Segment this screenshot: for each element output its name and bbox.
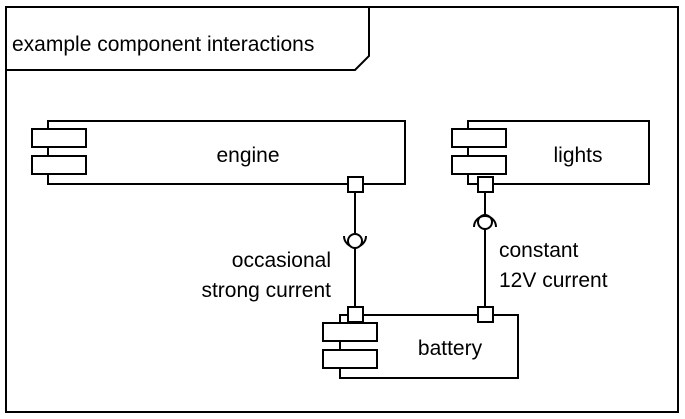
- battery-component-icon-top: [322, 322, 378, 342]
- battery-port-left[interactable]: [347, 306, 364, 323]
- engine-connector-label-line1: occasional: [232, 249, 331, 272]
- lights-port[interactable]: [477, 176, 494, 193]
- lights-connector-label-line1: constant: [499, 239, 579, 262]
- battery-socket-right: [473, 215, 497, 228]
- lights-connector-label-line2: 12V current: [499, 269, 608, 292]
- engine-connector-label-line2: strong current: [201, 279, 331, 302]
- engine-label: engine: [216, 144, 279, 167]
- engine-component-icon-top: [31, 128, 87, 148]
- engine-component-icon-bottom: [31, 155, 87, 175]
- battery-port-right[interactable]: [477, 306, 494, 323]
- battery-label: battery: [418, 337, 483, 360]
- lights-component[interactable]: lights: [451, 120, 650, 193]
- lights-battery-connector[interactable]: [473, 192, 497, 307]
- engine-port[interactable]: [347, 176, 364, 193]
- engine-component[interactable]: engine: [31, 120, 406, 193]
- lights-component-icon-bottom: [451, 155, 507, 175]
- battery-ball-left: [347, 233, 363, 249]
- engine-battery-connector[interactable]: [343, 192, 367, 307]
- engine-box: [47, 120, 406, 185]
- battery-component[interactable]: battery: [322, 306, 519, 379]
- frame-title-tab: [6, 7, 370, 71]
- battery-component-icon-bottom: [322, 349, 378, 369]
- frame-title: example component interactions: [12, 33, 314, 56]
- lights-component-icon-top: [451, 128, 507, 148]
- lights-label: lights: [553, 144, 602, 167]
